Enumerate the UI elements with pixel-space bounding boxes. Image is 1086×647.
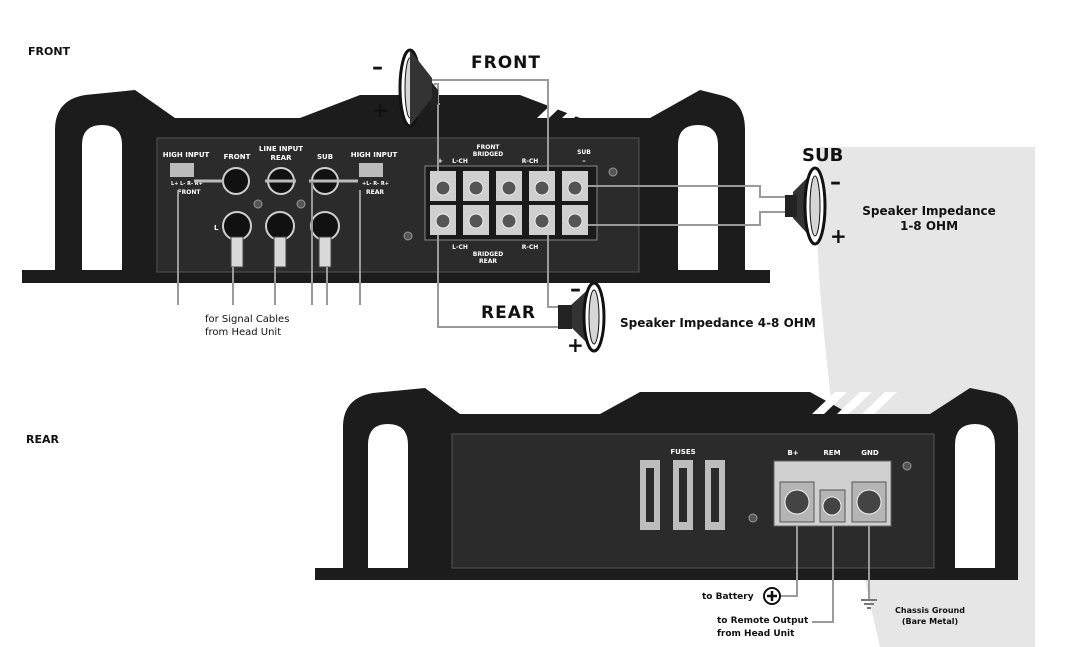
impedance-sub-line2: 1-8 OHM [900,219,958,233]
front-speaker-minus: – [372,55,383,80]
rca-plugs-bottom [230,236,332,268]
impedance-main: Speaker Impedance 4-8 OHM [620,316,816,330]
left-channel-marker: L [214,224,219,232]
sub-speaker-plus: + [830,224,847,248]
rear-amp-right-arch [955,424,995,568]
sub-speaker-minus: – [830,170,841,195]
sub-speaker-title: SUB [802,145,843,166]
panel-screw [608,167,618,177]
label-remote-line1: to Remote Output [717,616,809,626]
rear-speaker [558,281,606,353]
signal-cable-lines [177,181,361,305]
terminal-screws-bottom [430,205,588,235]
high-input-front-pins: L+ L- R- R+ [171,181,203,187]
label-line-input-rear: REAR [271,154,293,162]
label-gnd: GND [861,449,879,457]
ground-icon [861,599,877,609]
sub-speaker [785,166,827,246]
rear-speaker-plus: + [567,333,584,357]
label-col-sub: SUB [317,153,333,161]
terminal-minus-sign: – [582,157,586,165]
high-input-front-connector [170,163,194,177]
terminal-label-rch-top: R-CH [522,158,539,165]
front-speaker [398,48,438,128]
panel-screw [748,513,758,523]
label-high-input-rear: HIGH INPUT [351,151,398,159]
label-high-input-front: HIGH INPUT [163,151,210,159]
label-line-input: LINE INPUT [259,145,303,153]
terminal-label-rch-bottom: R-CH [522,244,539,251]
terminal-plus-sign: + [437,157,443,165]
panel-screw [902,461,912,471]
rear-amp-fins [455,392,897,414]
signal-note-line2: from Head Unit [205,327,281,338]
power-terminals [779,481,887,523]
front-speaker-plus: + [372,98,389,122]
terminal-label-rear: REAR [479,258,497,265]
high-input-rear-sub: REAR [366,189,384,196]
speaker-wires [430,79,790,328]
section-label-front: FRONT [28,45,71,58]
battery-plus-icon [763,587,781,605]
terminal-label-bridged-top: BRIDGED [473,151,503,158]
rear-amp-left-arch [368,424,408,568]
terminal-label-sub: SUB [577,149,591,156]
panel-screw [296,199,306,209]
terminal-label-front: FRONT [477,144,501,151]
high-input-rear-connector [359,163,383,177]
terminal-screws-top [430,171,588,201]
terminal-label-lch-top: L-CH [452,158,468,165]
section-label-rear: REAR [26,433,59,446]
front-amp-fins [170,96,622,118]
high-input-rear-pins: +L- R- R+ [362,181,389,187]
rca-jacks-bottom [222,211,340,241]
label-col-front: FRONT [224,153,251,161]
impedance-sub-line1: Speaker Impedance [862,204,996,218]
terminal-label-bridged-bottom: BRIDGED [473,251,503,258]
rear-speaker-minus: – [570,277,581,302]
panel-screw [253,199,263,209]
label-to-battery: to Battery [702,592,754,602]
label-fuses: FUSES [670,448,695,456]
front-amplifier: HIGH INPUT FRONT LINE INPUT REAR SUB HIG… [22,90,770,283]
front-amp-right-arch [678,125,718,270]
front-speaker-title: FRONT [471,53,541,73]
label-remote-line2: from Head Unit [717,629,795,639]
rear-amplifier: FUSES B+ REM GND [315,388,1018,580]
rear-speaker-title: REAR [481,303,536,323]
fuse-slots [640,460,725,530]
label-rem: REM [823,449,840,457]
terminal-label-lch-bottom: L-CH [452,244,468,251]
high-input-front-sub: FRONT [178,189,202,196]
label-ground-line1: Chassis Ground [895,606,965,615]
label-bplus: B+ [787,449,798,457]
panel-screw [403,231,413,241]
front-amp-left-arch [82,125,122,270]
power-wires [780,526,870,623]
signal-note-line1: for Signal Cables [205,314,289,325]
label-ground-line2: (Bare Metal) [902,617,958,626]
